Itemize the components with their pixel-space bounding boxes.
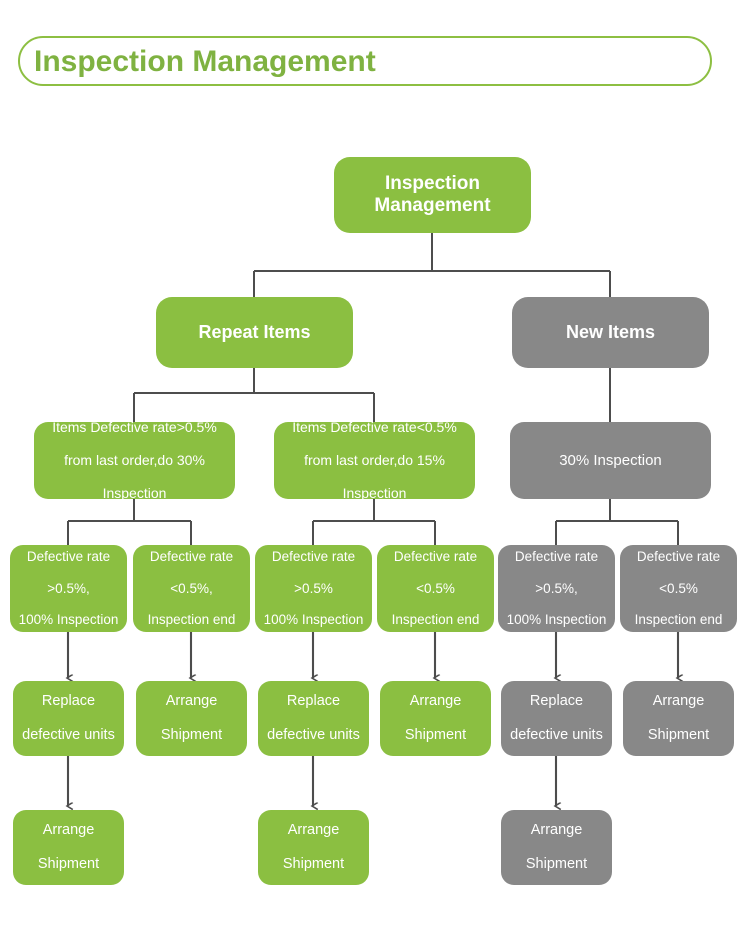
node-label-line2: Shipment	[404, 727, 467, 744]
node-repeat-items[interactable]: Repeat Items	[156, 297, 353, 368]
node-label-line2: from last order,do 30%	[64, 452, 205, 469]
node-label-line1: Items Defective rate<0.5%	[292, 419, 457, 436]
node-l6-arrange-shipment-1[interactable]: Arrange Shipment	[13, 810, 124, 885]
node-label: 30% Inspection	[559, 451, 662, 469]
node-label: Defective rate <0.5%, Inspection end	[136, 549, 247, 629]
node-label: Arrange Shipment	[261, 822, 366, 873]
node-label-line2: Shipment	[37, 856, 100, 873]
node-label-line3: Inspection end	[391, 612, 480, 628]
node-label: Defective rate >0.5%, 100% Inspection	[501, 549, 612, 629]
node-label: Arrange Shipment	[139, 693, 244, 744]
node-label: Arrange Shipment	[16, 822, 121, 873]
node-label-line3: Inspection	[342, 485, 407, 502]
node-label-line1: Defective rate	[26, 548, 111, 564]
node-label-line1: Defective rate	[636, 548, 721, 564]
node-label: Defective rate <0.5% Inspection end	[380, 549, 491, 629]
node-label-line1: Defective rate	[149, 548, 234, 564]
node-label-line2: <0.5%	[416, 580, 455, 596]
node-label-line1: Arrange	[165, 692, 218, 709]
node-l5-arrange-shipment-3[interactable]: Arrange Shipment	[623, 681, 734, 756]
node-label-line1: Replace	[286, 692, 341, 709]
node-label-line1: Defective rate	[271, 548, 356, 564]
node-label-line3: Inspection end	[147, 612, 236, 628]
node-l6-arrange-shipment-2[interactable]: Arrange Shipment	[258, 810, 369, 885]
node-label-line1: Replace	[529, 692, 584, 709]
node-label-line2: >0.5%	[294, 580, 333, 596]
node-l5-replace-defective-units-3[interactable]: Replace defective units	[501, 681, 612, 756]
node-label: Inspection Management	[374, 172, 491, 216]
node-label: Arrange Shipment	[504, 822, 609, 873]
node-label: Repeat Items	[198, 321, 311, 342]
node-label-line2: defective units	[267, 727, 360, 744]
node-l4-new-over[interactable]: Defective rate >0.5%, 100% Inspection	[498, 545, 615, 632]
node-label: Defective rate >0.5%, 100% Inspection	[13, 549, 124, 629]
node-repeat-low-defect-rate[interactable]: Items Defective rate<0.5% from last orde…	[274, 419, 475, 502]
node-l6-arrange-shipment-3[interactable]: Arrange Shipment	[501, 810, 612, 885]
node-label-line3: Inspection end	[634, 612, 723, 628]
node-l4-repeat-low-over[interactable]: Defective rate >0.5% 100% Inspection	[255, 545, 372, 632]
node-label-line2: <0.5%	[659, 580, 698, 596]
node-label-line1: Arrange	[42, 821, 95, 838]
node-label-line2: Shipment	[160, 727, 223, 744]
node-label-line1: Arrange	[652, 692, 705, 709]
node-label: Arrange Shipment	[626, 693, 731, 744]
node-label-line3: 100% Inspection	[18, 612, 119, 628]
node-repeat-high-defect-rate[interactable]: Items Defective rate>0.5% from last orde…	[34, 419, 235, 502]
node-l4-repeat-high-over[interactable]: Defective rate >0.5%, 100% Inspection	[10, 545, 127, 632]
node-label-line2: <0.5%,	[170, 580, 213, 596]
node-label-line2: >0.5%,	[535, 580, 578, 596]
node-label-line1: Arrange	[409, 692, 462, 709]
node-label-line2: defective units	[22, 727, 115, 744]
node-label-line3: Inspection	[102, 485, 167, 502]
node-label-line1: Defective rate	[514, 548, 599, 564]
node-new-items[interactable]: New Items	[512, 297, 709, 368]
node-inspection-management[interactable]: Inspection Management	[334, 157, 531, 233]
node-label-line1: Arrange	[530, 821, 583, 838]
node-label-line3: 100% Inspection	[263, 612, 364, 628]
node-label-line2: defective units	[510, 727, 603, 744]
node-label-line1: Items Defective rate>0.5%	[52, 419, 217, 436]
node-l5-arrange-shipment-2[interactable]: Arrange Shipment	[380, 681, 491, 756]
node-label-line2: from last order,do 15%	[304, 452, 445, 469]
node-label-line2: Shipment	[647, 727, 710, 744]
node-label: New Items	[565, 321, 656, 342]
node-label: Items Defective rate<0.5% from last orde…	[277, 419, 472, 502]
node-l5-replace-defective-units-2[interactable]: Replace defective units	[258, 681, 369, 756]
node-label-line1: Replace	[41, 692, 96, 709]
node-label: Arrange Shipment	[383, 693, 488, 744]
node-l4-repeat-high-under[interactable]: Defective rate <0.5%, Inspection end	[133, 545, 250, 632]
node-label-line2: Shipment	[525, 856, 588, 873]
node-l5-replace-defective-units-1[interactable]: Replace defective units	[13, 681, 124, 756]
node-new-items-30-percent-inspection[interactable]: 30% Inspection	[510, 422, 711, 499]
page-title: Inspection Management	[34, 45, 376, 78]
node-label: Defective rate >0.5% 100% Inspection	[258, 549, 369, 629]
node-label-line2: >0.5%,	[47, 580, 90, 596]
node-label-line3: 100% Inspection	[506, 612, 607, 628]
node-l4-new-under[interactable]: Defective rate <0.5% Inspection end	[620, 545, 737, 632]
node-label: Replace defective units	[16, 693, 121, 744]
node-label: Replace defective units	[504, 693, 609, 744]
node-label: Items Defective rate>0.5% from last orde…	[37, 419, 232, 502]
node-label: Defective rate <0.5% Inspection end	[623, 549, 734, 629]
node-l5-arrange-shipment-1[interactable]: Arrange Shipment	[136, 681, 247, 756]
page-header-bar	[18, 36, 712, 86]
node-label-line1: Defective rate	[393, 548, 478, 564]
node-label: Replace defective units	[261, 693, 366, 744]
node-label-line2: Shipment	[282, 856, 345, 873]
node-l4-repeat-low-under[interactable]: Defective rate <0.5% Inspection end	[377, 545, 494, 632]
node-label-line1: Arrange	[287, 821, 340, 838]
